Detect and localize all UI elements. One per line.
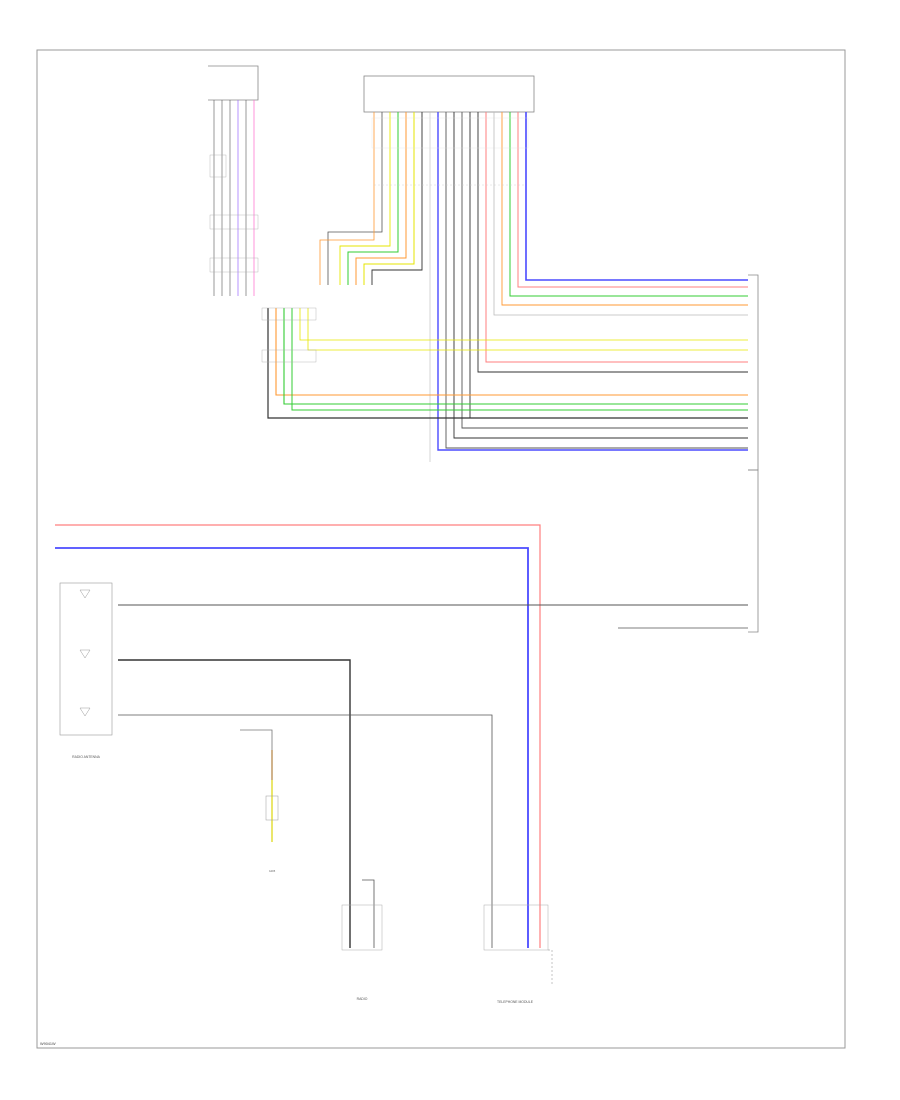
radio-label: RADIO (357, 997, 368, 1001)
connector-right-module (748, 274, 759, 633)
footer-code: W9041W (40, 1042, 56, 1046)
phone-connector: TELEPHONE MODULE (483, 904, 553, 1004)
antenna-sub-label: RADIO ANTENNA (72, 755, 100, 759)
antenna-wires (118, 604, 748, 948)
ground-label: G305 (269, 869, 276, 873)
connector-center-top (363, 75, 535, 113)
phone-module-label: TELEPHONE MODULE (497, 1000, 534, 1004)
diagram-frame (36, 49, 846, 1049)
center-connector-pins (371, 117, 529, 149)
antenna-block: RADIO ANTENNA (59, 582, 113, 759)
ground-connector: G305 (265, 795, 279, 873)
connector-left-top (208, 65, 259, 296)
connector-left-middle (261, 307, 748, 419)
radio-connector: RADIO (341, 904, 383, 1001)
power-lines (55, 524, 541, 948)
